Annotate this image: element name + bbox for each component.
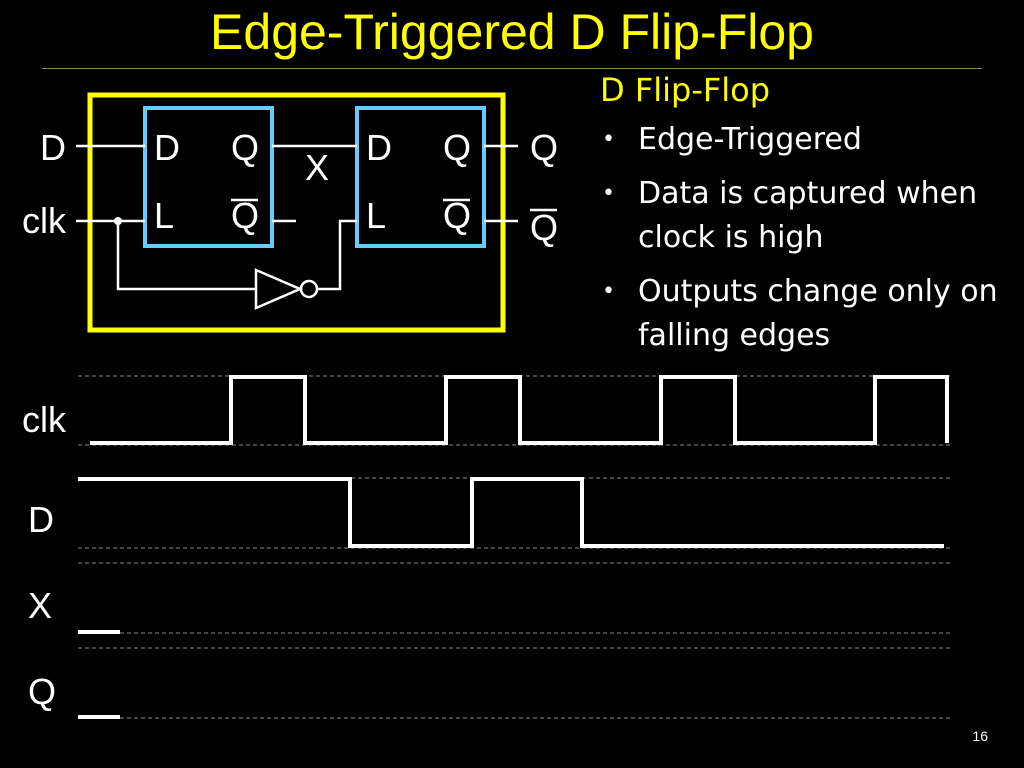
- timing-d-label: D: [28, 499, 54, 540]
- qbar-overbars: [231, 198, 557, 212]
- bullet-list: • Edge-Triggered • Data is captured when c…: [600, 118, 1010, 358]
- title-divider: [42, 68, 982, 69]
- output-q-label: Q: [530, 127, 558, 168]
- d-waveform: [78, 477, 944, 548]
- latch-2-qbar-label: Q: [443, 195, 471, 236]
- latch-2-box: [355, 106, 486, 248]
- bullet-text: Outputs change only on falling edges: [638, 274, 998, 353]
- input-clk-label: clk: [22, 200, 67, 241]
- output-qbar-label: Q: [530, 207, 558, 248]
- latch-2-q-label: Q: [443, 127, 471, 168]
- latch-2-l-label: L: [366, 195, 386, 236]
- bullet-dot-icon: •: [602, 279, 615, 304]
- input-d-label: D: [40, 127, 66, 168]
- latch-1-box: [143, 106, 274, 248]
- inverter-gate: [254, 268, 319, 310]
- bullet-dot-icon: •: [602, 181, 615, 206]
- bullet-text: Data is captured when clock is high: [638, 176, 978, 255]
- latch-1-l-label: L: [154, 195, 174, 236]
- bullet-item: • Outputs change only on falling edges: [600, 270, 1010, 358]
- page-number: 16: [972, 728, 988, 744]
- timing-q-label: Q: [28, 671, 56, 712]
- bullet-text: Edge-Triggered: [638, 122, 862, 157]
- clk-waveform: [90, 375, 949, 445]
- circuit-wires: [76, 144, 518, 291]
- flip-flop-enclosure: [87, 92, 506, 333]
- bullet-dot-icon: •: [602, 127, 615, 152]
- bullet-heading: D Flip-Flop: [600, 71, 771, 109]
- timing-x-label: X: [28, 585, 52, 626]
- bullet-item: • Edge-Triggered: [600, 118, 1010, 162]
- latch-1-qbar-label: Q: [231, 195, 259, 236]
- bullet-item: • Data is captured when clock is high: [600, 172, 1010, 260]
- latch-1-q-label: Q: [231, 127, 259, 168]
- timing-clk-label: clk: [22, 399, 67, 440]
- latch-1-d-label: D: [154, 127, 180, 168]
- latch-2-d-label: D: [366, 127, 392, 168]
- slide-title: Edge-Triggered D Flip-Flop: [210, 4, 814, 60]
- clk-junction-dot: [114, 217, 122, 225]
- internal-node-x-label: X: [305, 147, 329, 188]
- bullet-panel: D Flip-Flop • Edge-Triggered • Data is cap…: [600, 70, 1010, 368]
